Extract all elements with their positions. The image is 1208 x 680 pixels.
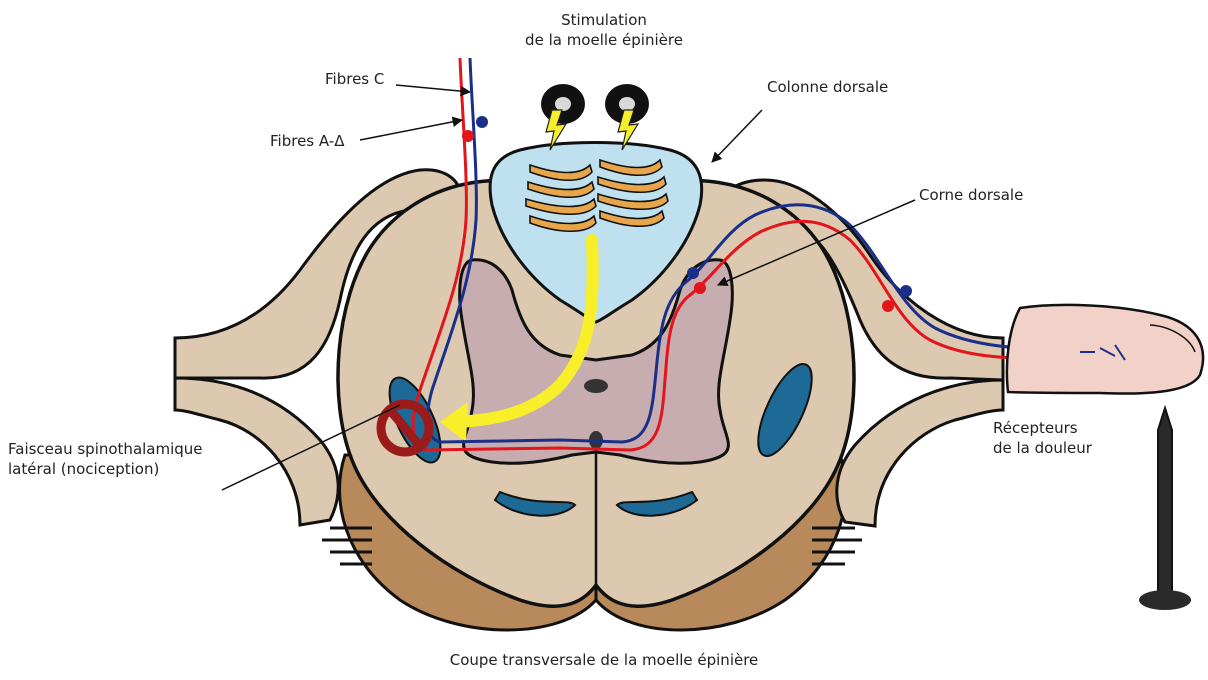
- fibres-a-delta-label: Fibres A-Δ: [270, 131, 344, 151]
- central-canal: [584, 379, 608, 393]
- faisceau-label: Faisceau spinothalamique latéral (nocice…: [8, 439, 203, 479]
- recepteurs-label-line2: de la douleur: [993, 438, 1092, 458]
- stimulation-label: Stimulation de la moelle épinière: [519, 10, 689, 50]
- recepteurs-label: Récepteurs de la douleur: [993, 418, 1092, 458]
- stimulation-label-line1: Stimulation: [519, 10, 689, 30]
- faisceau-label-line1: Faisceau spinothalamique: [8, 439, 203, 459]
- nerve-root-right-lower: [837, 380, 1003, 526]
- nail-icon: [1139, 408, 1191, 610]
- stimulation-label-line2: de la moelle épinière: [519, 30, 689, 50]
- finger-icon: [1007, 305, 1203, 394]
- fibres-c-label: Fibres C: [325, 69, 384, 89]
- corne-dorsale-label: Corne dorsale: [919, 185, 1023, 205]
- recepteurs-label-line1: Récepteurs: [993, 418, 1092, 438]
- caption: Coupe transversale de la moelle épinière: [379, 650, 829, 670]
- faisceau-label-line2: latéral (nociception): [8, 459, 203, 479]
- colonne-dorsale-label: Colonne dorsale: [767, 77, 888, 97]
